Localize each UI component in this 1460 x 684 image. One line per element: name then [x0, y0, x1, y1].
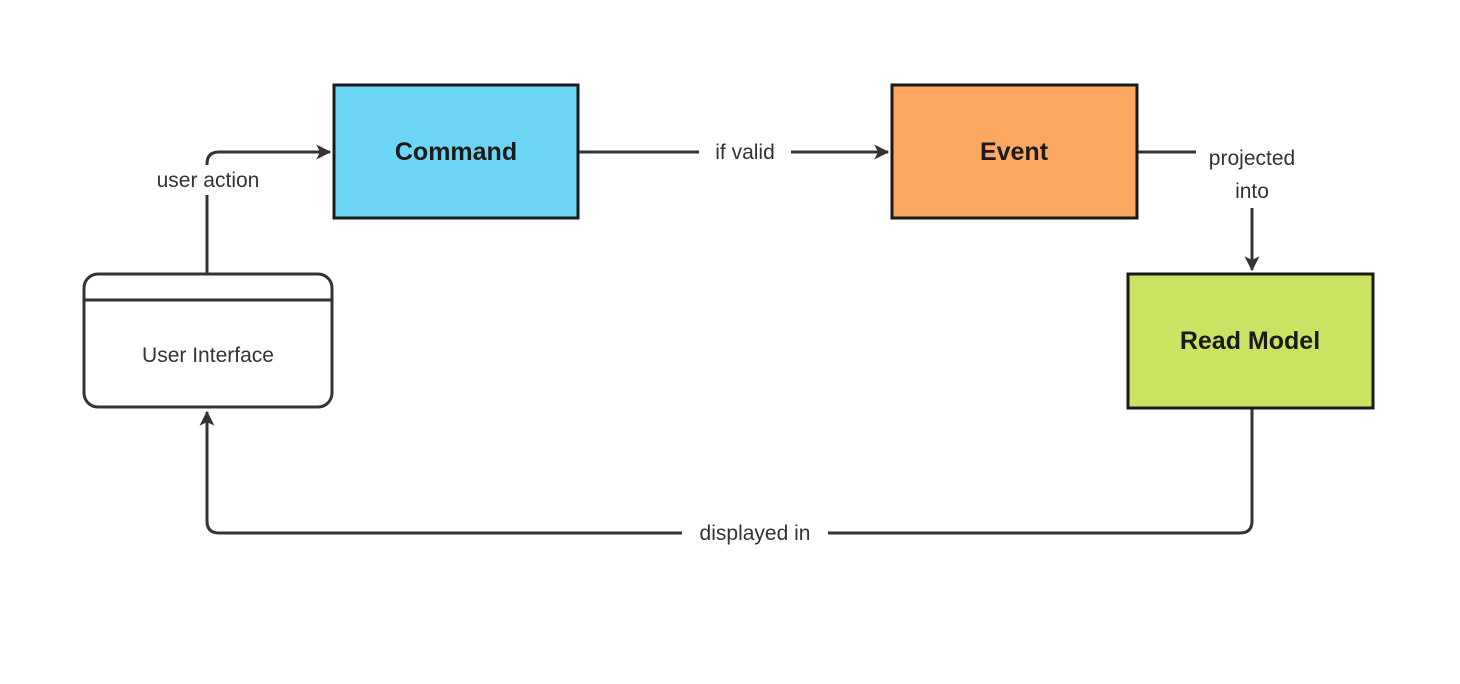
user-interface-box — [82, 272, 334, 409]
edge-user-action — [205, 144, 332, 274]
node-event: Event — [890, 83, 1139, 220]
command-box — [332, 83, 580, 220]
read-model-box — [1126, 272, 1375, 410]
projected-into-label-line1: projected — [1209, 147, 1295, 170]
projected-into-label-line2: into — [1235, 180, 1269, 203]
user-action-label: user action — [157, 169, 260, 192]
user-action-label-bg — [142, 165, 274, 195]
node-user-interface: User Interface — [82, 272, 334, 409]
displayed-in-label-bg — [682, 518, 828, 548]
user-interface-label: User Interface — [142, 344, 274, 367]
displayed-in-label: displayed in — [700, 522, 811, 545]
event-box — [890, 83, 1139, 220]
node-read-model: Read Model — [1126, 272, 1375, 410]
if-valid-label: if valid — [715, 141, 775, 164]
projected-into-label-bg — [1196, 142, 1310, 208]
node-command: Command — [332, 83, 580, 220]
edge-displayed-in — [199, 408, 1254, 535]
event-label: Event — [980, 138, 1049, 166]
read-model-label: Read Model — [1180, 327, 1320, 355]
if-valid-label-bg — [699, 138, 791, 166]
edge-labels: user action if valid projected into disp… — [142, 138, 1310, 548]
command-label: Command — [395, 138, 517, 166]
